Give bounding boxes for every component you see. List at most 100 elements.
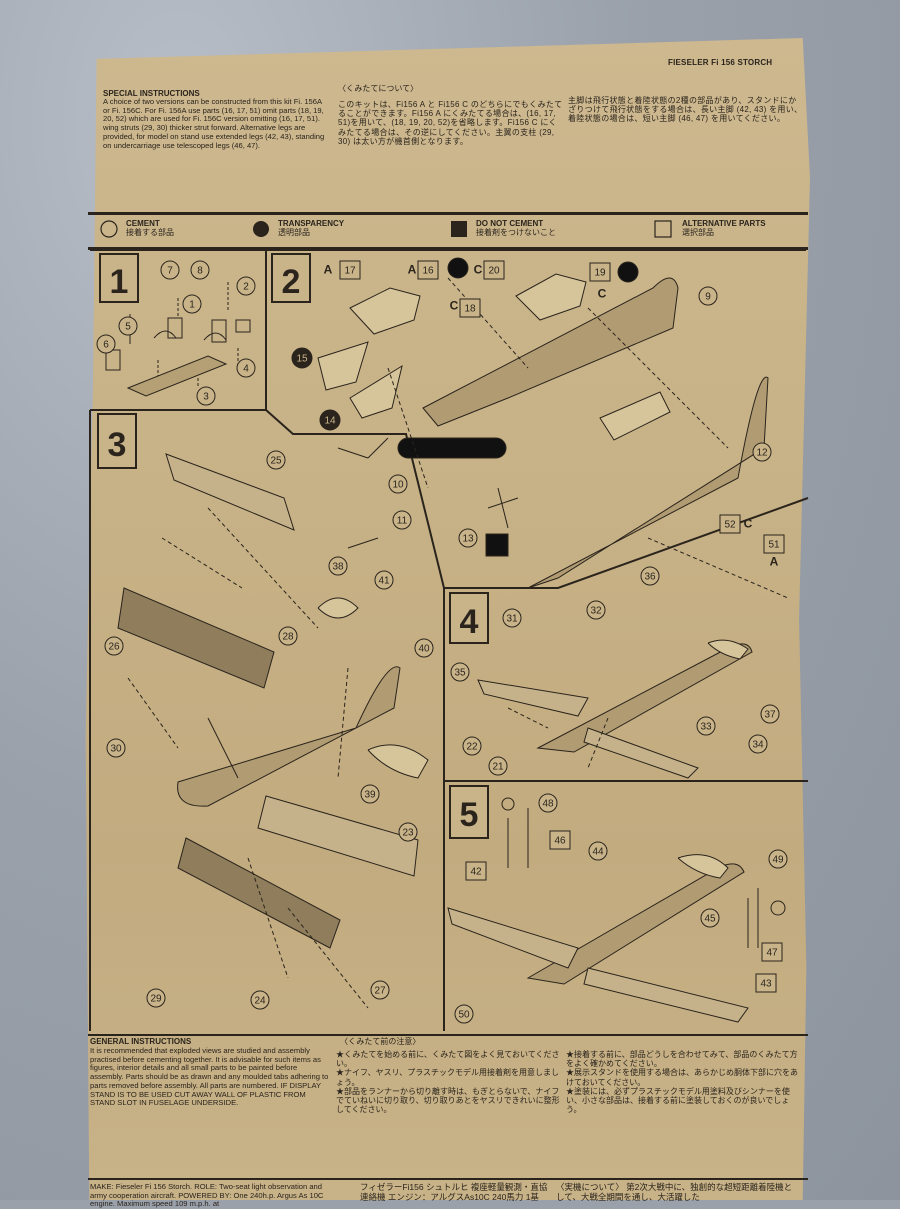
step3-drawing	[117, 453, 429, 1009]
part-label: 17	[339, 260, 361, 280]
part-number: 35	[454, 668, 466, 679]
legend-transparency-en: TRANSPARENCY	[278, 219, 345, 228]
assembly-diagram: 1 2 3 4 5	[89, 249, 809, 1031]
part-label: 47	[761, 942, 783, 962]
jp-aircraft-specs: フィゼラーFi156 シュトルヒ 複座軽量観測・直協連絡機 エンジン：アルグスA…	[360, 1182, 548, 1202]
part-label: 10	[388, 474, 408, 494]
part-label: 50	[454, 1004, 474, 1024]
part-label: 37	[760, 704, 780, 724]
part-number: 28	[282, 632, 294, 643]
part-label: 20	[483, 260, 505, 280]
jp-note-2: ★ナイフ、ヤスリ、プラスチックモデル用接着剤を用意しましょう。	[336, 1068, 560, 1087]
part-number: 47	[766, 948, 778, 959]
open-circle-icon	[100, 220, 118, 238]
part-number: A	[324, 263, 333, 277]
part-label: C	[474, 263, 483, 277]
step-number-1: 1	[110, 263, 129, 301]
part-label: 45	[700, 908, 720, 928]
part-label: 35	[450, 662, 470, 682]
legend-do-not-cement: DO NOT CEMENT 接着剤をつけないこと	[476, 219, 556, 238]
part-label: 9	[698, 286, 718, 306]
jp-note-1: ★くみたてを始める前に、くみたて図をよく見ておいてください。	[336, 1050, 560, 1069]
part-label: A	[408, 263, 417, 277]
legend-cement-jp: 接着する部品	[126, 227, 174, 237]
part-number: 18	[464, 304, 476, 315]
part-label: 11	[392, 510, 412, 530]
part-label: C	[450, 299, 459, 313]
part-label: 48	[538, 793, 558, 813]
part-label: 41	[374, 570, 394, 590]
step5-drawing	[447, 797, 786, 1023]
jp-note-3: ★部品をランナーから切り離す時は、もぎとらないで、ナイフでていねいに切り取り、切…	[336, 1086, 560, 1115]
part-label: A	[770, 555, 779, 569]
part-number: 33	[700, 722, 712, 733]
part-label: 42	[465, 861, 487, 881]
part-label: 36	[640, 566, 660, 586]
part-label: 15	[291, 347, 313, 369]
jp-intro-body: このキットは、Fi156 A と Fi156 C のどちらにでもくみたてることが…	[338, 100, 563, 146]
open-square-icon	[654, 220, 672, 238]
part-label: 38	[328, 556, 348, 576]
part-label: 8	[190, 260, 210, 280]
part-number: 32	[590, 606, 602, 617]
part-label: 32	[586, 600, 606, 620]
part-number: 27	[374, 986, 386, 997]
filled-circle-icon	[253, 221, 269, 237]
part-label: 18	[459, 298, 481, 318]
general-instructions-body: It is recommended that exploded views ar…	[90, 1046, 329, 1108]
part-number: C	[450, 299, 459, 313]
filled-square-icon	[451, 221, 467, 237]
part-number: 40	[418, 644, 430, 655]
part-number: 16	[422, 266, 434, 277]
part-number: 2	[243, 282, 249, 293]
part-label: 2	[236, 276, 256, 296]
part-label: 21	[488, 756, 508, 776]
legend-do-not-cement-en: DO NOT CEMENT	[476, 219, 544, 228]
part-number: 34	[752, 740, 764, 751]
step-box-5: 5	[449, 785, 489, 839]
step-box-1: 1	[99, 253, 139, 303]
jp-notes-right: ★接着する前に、部品どうしを合わせてみて、部品のくみたて方をよく確かめてください…	[566, 1050, 804, 1114]
legend-transparency-jp: 透明部品	[278, 227, 310, 237]
step1-drawing	[105, 282, 251, 397]
part-number: 43	[760, 979, 772, 990]
part-label: 24	[250, 990, 270, 1010]
part-number: 45	[704, 914, 716, 925]
aircraft-specs: MAKE: Fieseler Fi 156 Storch. ROLE: Two-…	[90, 1182, 324, 1209]
jp-note-5: ★展示スタンドを使用する場合は、あらかじめ胴体下部に穴をあけておいてください。	[566, 1068, 798, 1087]
jp-notes-heading: 〈くみたて前の注意〉	[340, 1037, 421, 1046]
part-label: 12	[752, 442, 772, 462]
step4-drawing	[477, 537, 789, 779]
part-number: 38	[332, 562, 344, 573]
part-number: 52	[724, 520, 736, 531]
part-label: 28	[278, 626, 298, 646]
jp-note-4: ★接着する前に、部品どうしを合わせてみて、部品のくみたて方をよく確かめてください…	[566, 1050, 798, 1069]
step-number-5: 5	[460, 796, 479, 834]
part-number: 10	[392, 480, 404, 491]
part-number: 42	[470, 867, 482, 878]
part-label: 26	[104, 636, 124, 656]
part-number: 6	[103, 340, 109, 351]
part-label: 27	[370, 980, 390, 1000]
jp-notes-left: ★くみたてを始める前に、くみたて図をよく見ておいてください。 ★ナイフ、ヤスリ、…	[336, 1050, 561, 1114]
part-number: 41	[378, 576, 390, 587]
part-label: 52	[719, 514, 741, 534]
step2-drawing	[317, 257, 769, 589]
part-number: 26	[108, 642, 120, 653]
part-number: 48	[542, 799, 554, 810]
part-number: 24	[254, 996, 266, 1007]
legend-do-not-cement-jp: 接着剤をつけないこと	[476, 227, 556, 237]
part-label: 43	[755, 973, 777, 993]
part-number: 7	[167, 266, 173, 277]
part-number: 29	[150, 994, 162, 1005]
part-label: 7	[160, 260, 180, 280]
part-label: C	[744, 517, 753, 531]
part-number: 37	[764, 710, 776, 721]
jp-intro-body-2: 主脚は飛行状態と着陸状態の2種の部品があり、スタンドにかざりつけて飛行状態をする…	[568, 96, 803, 124]
part-label: 44	[588, 841, 608, 861]
legend-transparency: TRANSPARENCY 透明部品	[278, 219, 345, 238]
part-label: 5	[118, 316, 138, 336]
part-label: 6	[96, 334, 116, 354]
part-number: 21	[492, 762, 504, 773]
special-instructions-body: A choice of two versions can be construc…	[103, 97, 325, 150]
